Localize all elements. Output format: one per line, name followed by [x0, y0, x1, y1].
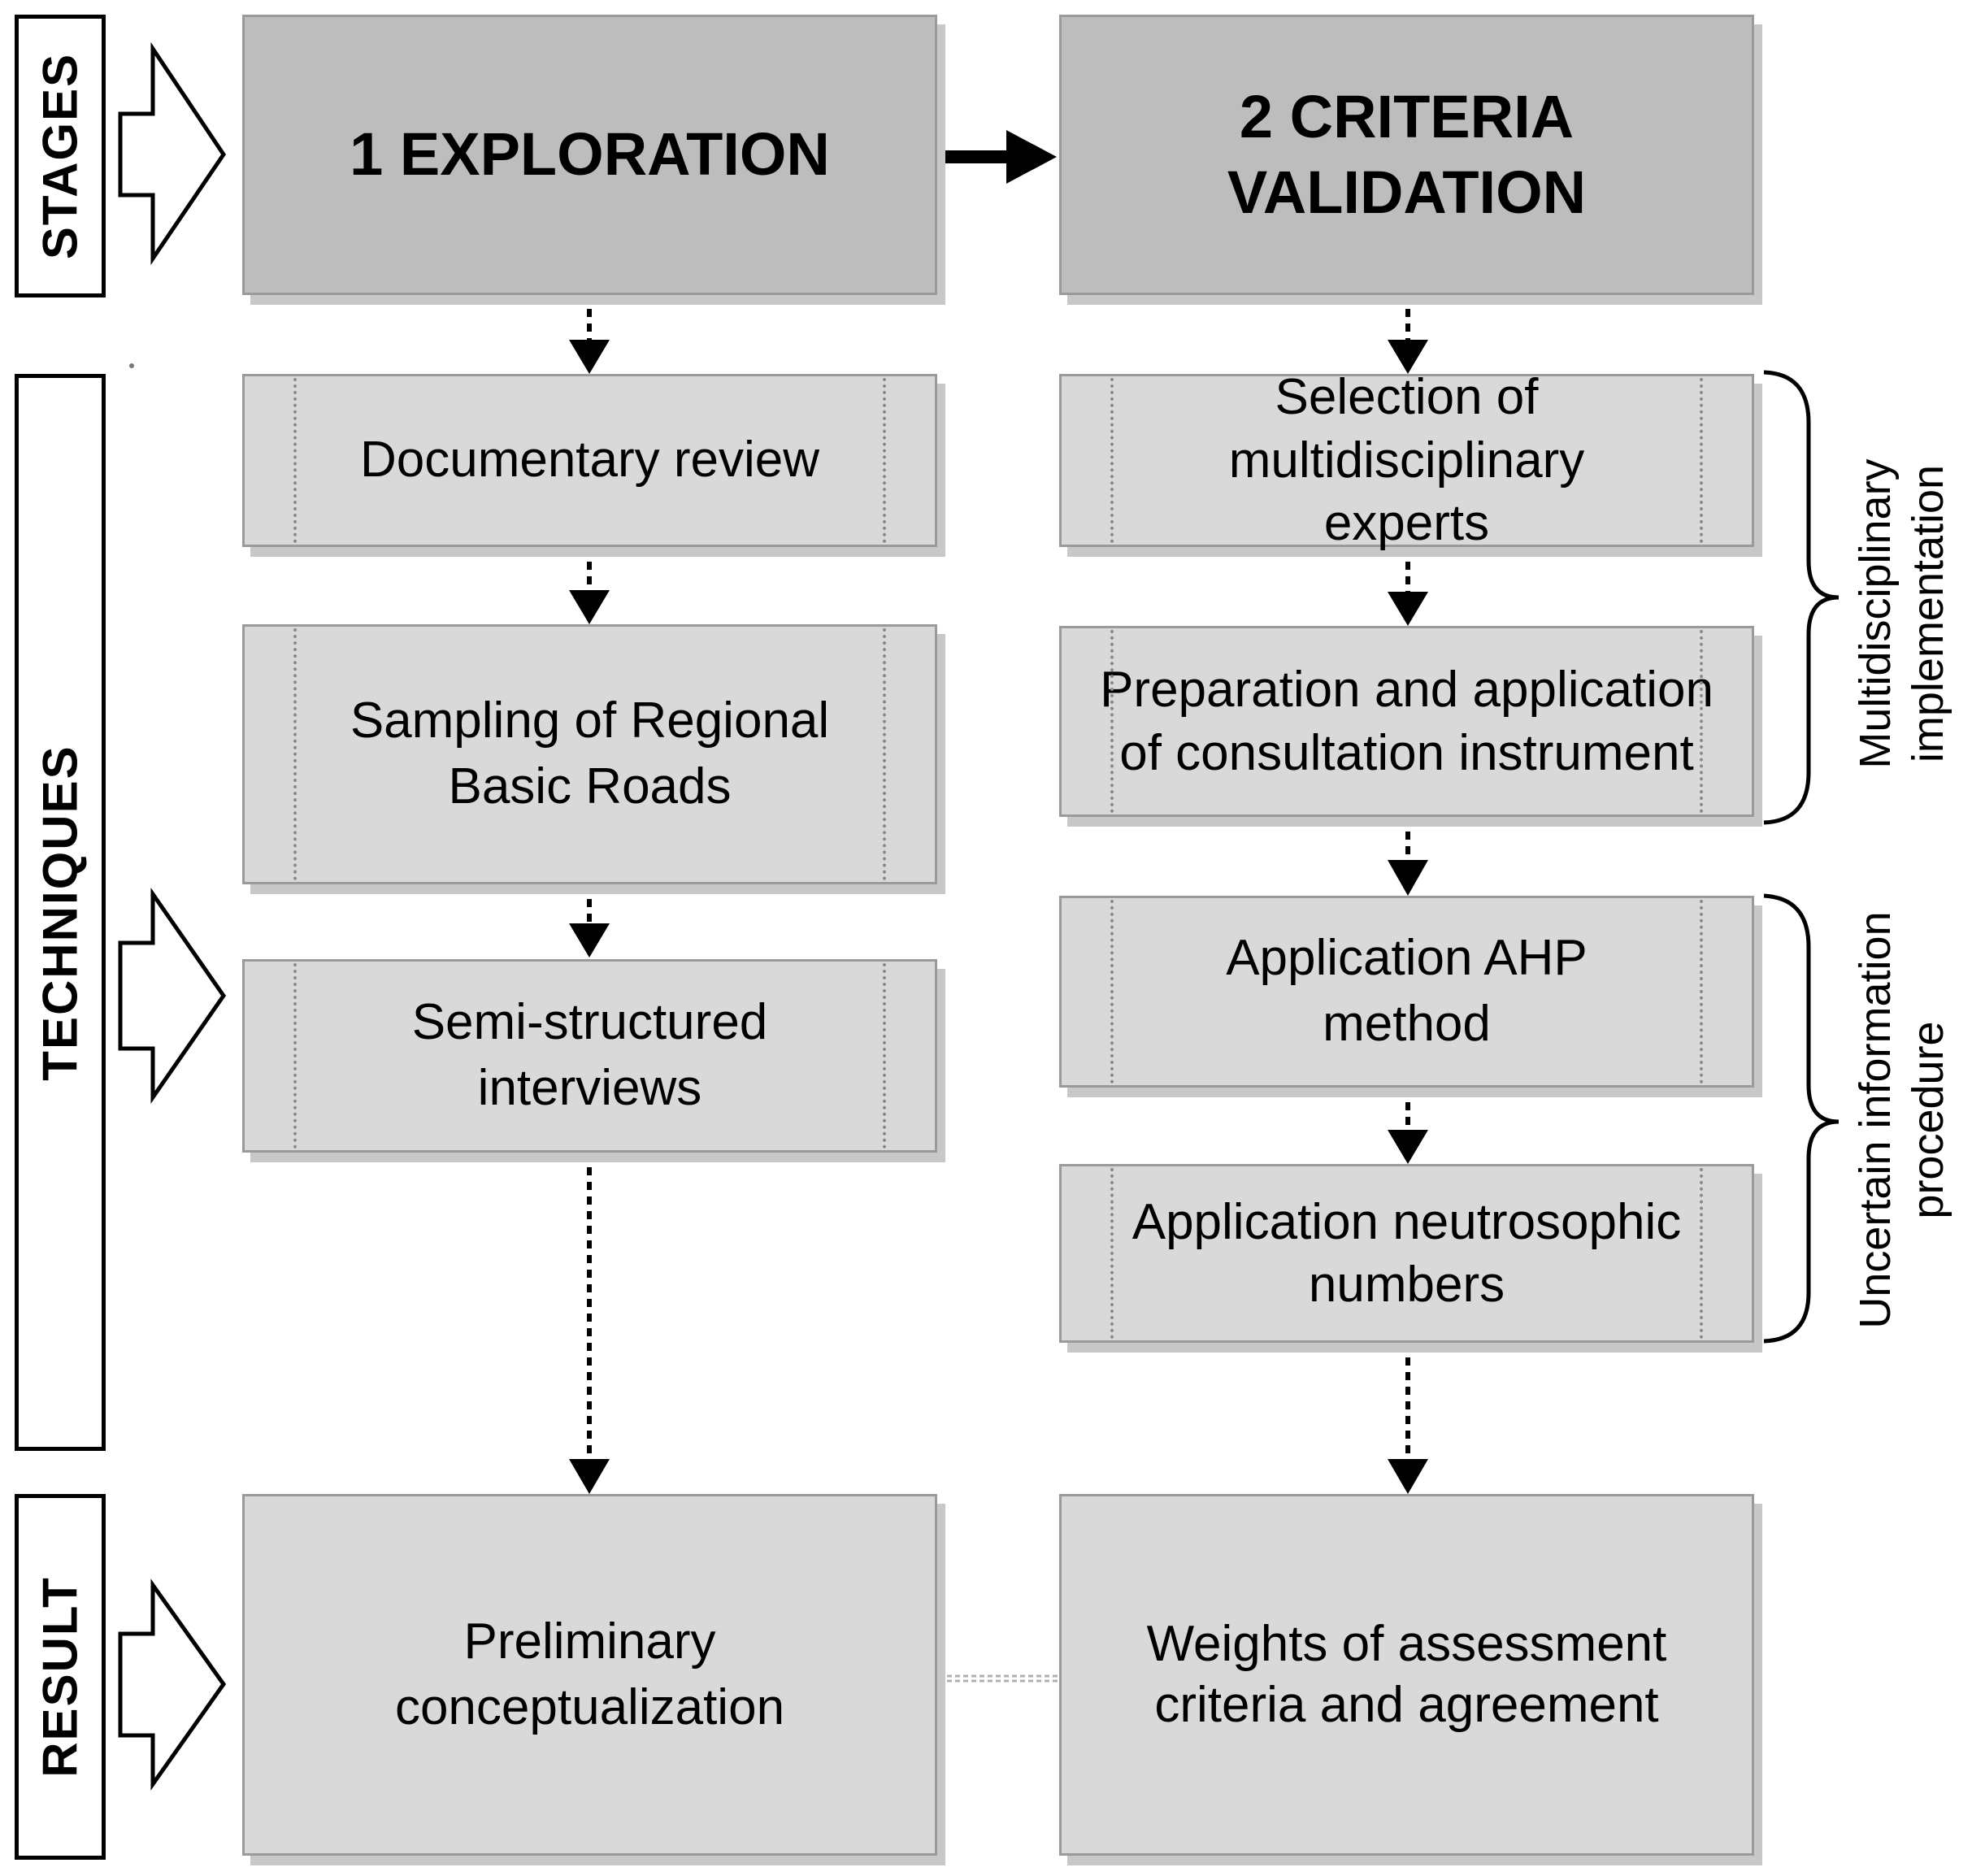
stages-side-label: STAGES — [15, 15, 106, 297]
weights-agreement-box: Weights of assessment criteria and agree… — [1059, 1494, 1754, 1856]
ahp-method-text: Application AHP method — [1226, 930, 1588, 1052]
selection-experts-box: Selection of multidisciplinary experts — [1059, 369, 1754, 551]
stage-criteria-validation-box: 2 CRITERIA VALIDATION — [1059, 15, 1754, 295]
result-side-label: RESULT — [15, 1494, 106, 1860]
preliminary-conceptualization-text: Preliminary conceptualization — [394, 1613, 785, 1735]
result-hollow-arrow — [118, 1579, 227, 1791]
techniques-side-label: TECHNIQUES — [15, 374, 106, 1451]
stray-dot — [129, 363, 134, 368]
dotted-arrow — [1388, 817, 1428, 896]
sampling-box: Sampling of Regional Basic Roads — [242, 624, 937, 884]
stages-label-text: STAGES — [33, 52, 88, 260]
multidisciplinary-brace — [1763, 370, 1840, 825]
dotted-arrow — [1388, 547, 1428, 626]
result-connector — [931, 1668, 1061, 1689]
neutrosophic-text: Application neutrosophic numbers — [1132, 1193, 1682, 1314]
neutrosophic-box: Application neutrosophic numbers — [1059, 1164, 1754, 1343]
interviews-text: Semi-structured interviews — [411, 994, 768, 1116]
documentary-review-text: Documentary review — [359, 432, 820, 489]
ahp-method-box: Application AHP method — [1059, 896, 1754, 1088]
preparation-instrument-text: Preparation and application of consultat… — [1100, 662, 1714, 781]
sampling-text: Sampling of Regional Basic Roads — [350, 693, 830, 814]
stage-to-stage-arrow — [931, 130, 1057, 184]
uncertain-brace-label: Uncertain information procedure — [1851, 911, 1952, 1329]
preparation-instrument-box: Preparation and application of consultat… — [1059, 626, 1754, 817]
dotted-arrow — [569, 884, 610, 958]
multidisciplinary-brace-label: Multidisciplinary implementation — [1851, 458, 1952, 769]
techniques-hollow-arrow — [118, 888, 227, 1104]
dotted-arrow — [569, 294, 610, 374]
dotted-arrow — [1388, 294, 1428, 374]
stage-criteria-validation-text: 2 CRITERIA VALIDATION — [1227, 83, 1587, 226]
dotted-arrow — [1388, 1088, 1428, 1164]
stages-hollow-arrow — [118, 41, 227, 266]
stage-exploration-text: 1 EXPLORATION — [350, 120, 830, 189]
techniques-label-text: TECHNIQUES — [33, 744, 88, 1081]
selection-experts-text: Selection of multidisciplinary experts — [1228, 369, 1585, 552]
weights-agreement-text: Weights of assessment criteria and agree… — [1146, 1616, 1667, 1733]
interviews-box: Semi-structured interviews — [242, 959, 937, 1153]
uncertain-brace — [1763, 893, 1840, 1344]
stage-exploration-box: 1 EXPLORATION — [242, 15, 937, 295]
dotted-arrow — [569, 547, 610, 624]
dotted-arrow — [1388, 1343, 1428, 1494]
documentary-review-box: Documentary review — [242, 374, 937, 547]
dotted-arrow — [569, 1153, 610, 1494]
result-label-text: RESULT — [33, 1576, 88, 1778]
preliminary-conceptualization-box: Preliminary conceptualization — [242, 1494, 937, 1856]
